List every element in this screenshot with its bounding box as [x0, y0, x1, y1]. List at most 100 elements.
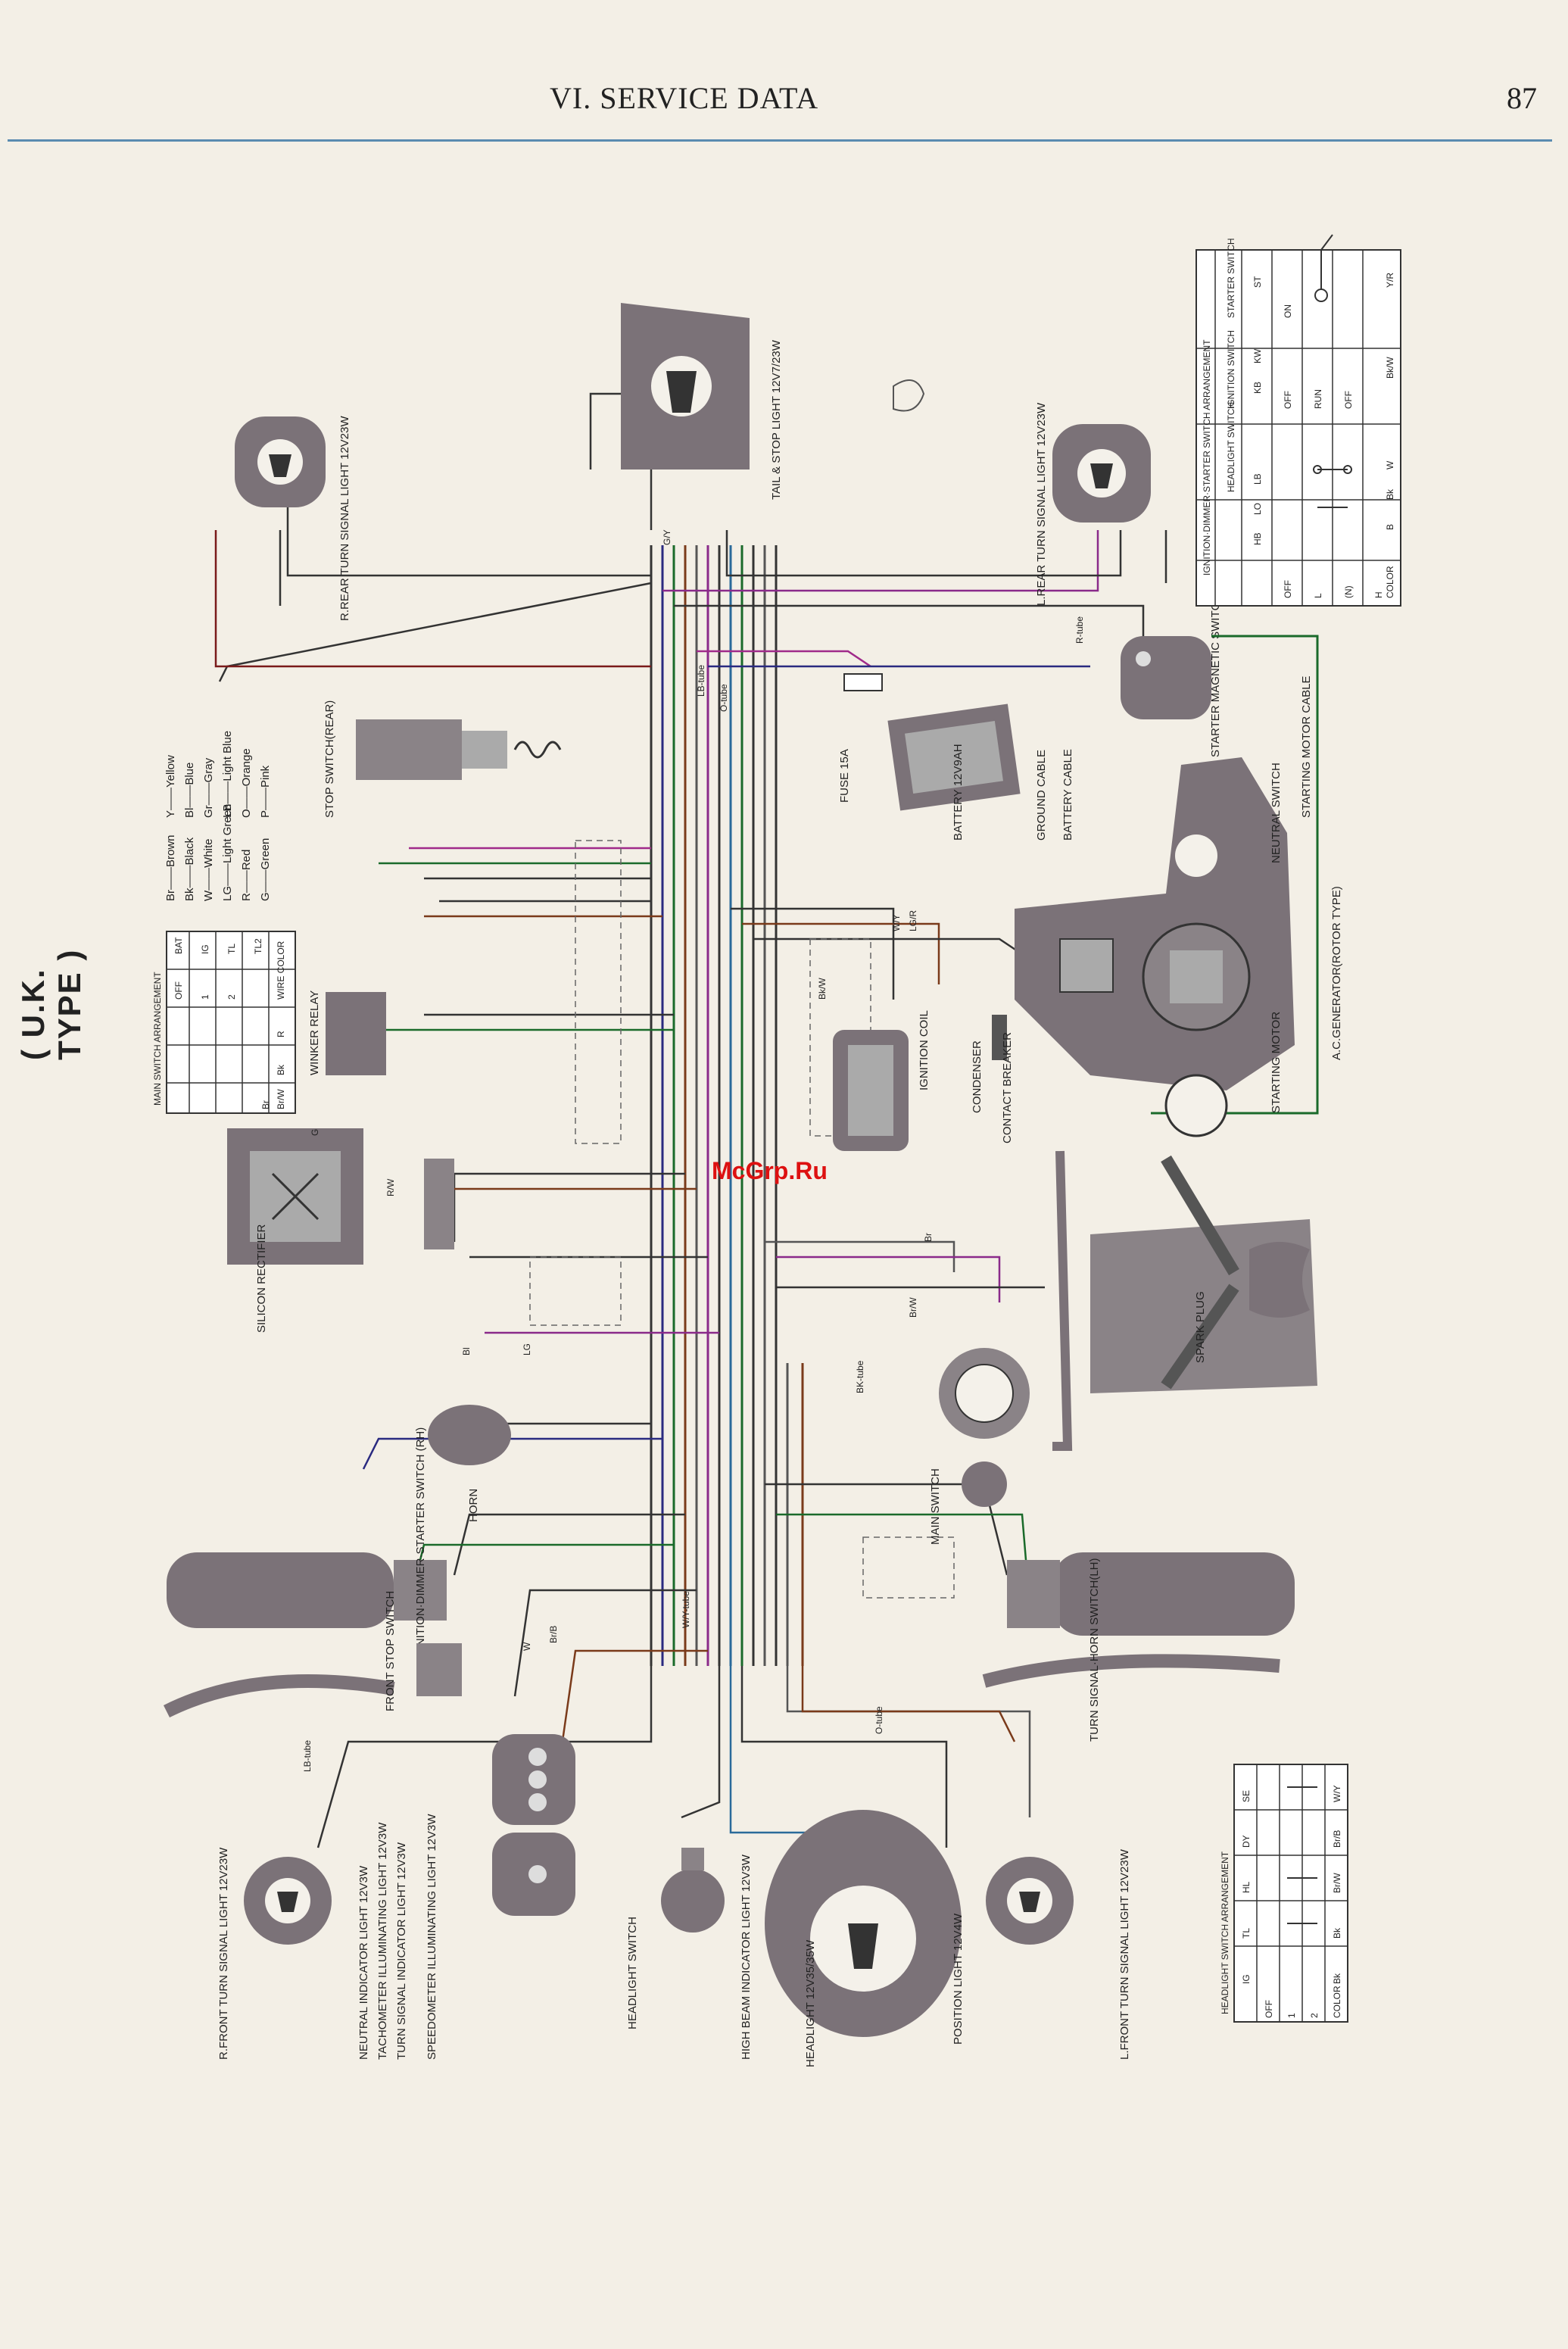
label-condenser: CONDENSER	[971, 1040, 984, 1113]
label-silicon-rectifier: SILICON RECTIFIER	[255, 1224, 268, 1333]
legend-2: W——White	[202, 839, 215, 902]
tag-lg: LG	[522, 1343, 532, 1355]
tag-lg-r: LG/R	[908, 910, 918, 931]
ids-h3: KB	[1252, 382, 1263, 394]
neutral-switch-body	[1175, 834, 1217, 877]
ignition-dimmer-starter-switch-rh: IGNITION·DIMMER·STARTER SWITCH (RH)	[163, 1427, 447, 1718]
ids-c4: Bk/W	[1385, 357, 1395, 379]
label-front-stop-switch: FRONT STOP SWITCH	[384, 1591, 397, 1711]
legend-0: Br——Brown	[164, 834, 177, 901]
headlight: HEADLIGHT 12V35/35W POSITION LIGHT 12V4W	[765, 1810, 965, 2067]
ids-g0: HEADLIGHT SWITCH	[1226, 402, 1236, 492]
tag-r-w: R/W	[385, 1178, 396, 1196]
tag-w-y: W/Y	[891, 914, 902, 931]
legend-9: LB——Light Blue	[221, 731, 234, 818]
tag-w: W	[522, 1642, 532, 1651]
label-ac-generator: A.C.GENERATOR(ROTOR TYPE)	[1330, 886, 1343, 1060]
ids-r0: OFF	[1283, 580, 1293, 598]
label-contact-breaker: CONTACT BREAKER	[1001, 1032, 1014, 1143]
ms-h1: BAT	[173, 937, 184, 954]
header-rule	[8, 139, 1552, 142]
label-ground-cable: GROUND CABLE	[1035, 750, 1048, 841]
ids-r2: (N)	[1343, 585, 1354, 598]
ids-g2: STARTER SWITCH	[1226, 238, 1236, 318]
battery: BATTERY 12V9AH GROUND CABLE BATTERY CABL…	[887, 703, 1074, 841]
hls-h5: SE	[1241, 1790, 1252, 1802]
horn: HORN	[428, 1405, 511, 1522]
silicon-rectifier: SILICON RECTIFIER	[227, 1128, 454, 1333]
hls-c4: Br/B	[1332, 1830, 1342, 1848]
hls-c0: COLOR	[1332, 1986, 1342, 2018]
l-front-turn-signal-light: L.FRONT TURN SIGNAL LIGHT 12V23W	[986, 1848, 1131, 2060]
ids-title: IGNITION·DIMMER·STARTER SWITCH ARRANGEME…	[1202, 339, 1212, 576]
fuse: FUSE 15A	[838, 673, 883, 803]
ids-g1: IGNITION SWITCH	[1226, 330, 1236, 409]
legend-10: O——Orange	[240, 748, 253, 818]
label-starting-motor: STARTING MOTOR	[1270, 1012, 1283, 1113]
ms-h2: IG	[200, 944, 210, 954]
ms-c0: WIRE COLOR	[276, 941, 286, 1000]
hls-h2: TL	[1241, 1928, 1252, 1939]
label-speedometer-light: SPEEDOMETER ILLUMINATING LIGHT 12V3W	[426, 1814, 438, 2060]
tag-lb-tube: LB-tube	[696, 665, 706, 697]
label-neutral-indicator: NEUTRAL INDICATOR LIGHT 12V3W	[357, 1865, 370, 2060]
main-switch-arrangement-table: MAIN SWITCH ARRANGEMENT BAT IG TL TL2 OF…	[152, 931, 296, 1114]
tag-br-b: Br/B	[548, 1626, 559, 1643]
label-fuse: FUSE 15A	[838, 749, 851, 803]
legend-11: P——Pink	[259, 765, 272, 818]
label-ignition-coil: IGNITION COIL	[918, 1010, 931, 1090]
hls-c1: Bk	[1332, 1973, 1342, 1984]
hls-c2: Bk	[1332, 1927, 1342, 1939]
ids-c2: Bk	[1385, 488, 1395, 500]
ids-r1: L	[1313, 593, 1323, 598]
main-harness	[650, 545, 804, 1666]
page-header: VI. SERVICE DATA 87	[0, 0, 1568, 151]
winker-relay: WINKER RELAY	[308, 990, 386, 1075]
hls-r2: 2	[1309, 2013, 1320, 2018]
ms-r3: 2	[226, 994, 237, 1000]
tag-br-w: Br/W	[908, 1297, 918, 1318]
label-spark-plug: SPARK PLUG	[1194, 1291, 1207, 1363]
engine-electrical-assembly: NEUTRAL SWITCH A.C.GENERATOR(ROTOR TYPE)…	[1015, 757, 1343, 1137]
label-headlight: HEADLIGHT 12V35/35W	[804, 1939, 817, 2067]
label-starting-motor-cable: STARTING MOTOR CABLE	[1300, 675, 1313, 818]
hls-c3: Br/W	[1332, 1873, 1342, 1893]
ignition-dimmer-starter-table: IGNITION·DIMMER·STARTER SWITCH ARRANGEME…	[1195, 234, 1401, 607]
condenser-contact-breaker: CONDENSER CONTACT BREAKER	[971, 1015, 1014, 1143]
headlight-switch: HEADLIGHT SWITCH HIGH BEAM INDICATOR LIG…	[626, 1848, 753, 2060]
wire-tags: LB-tube O-tube R-tube BK-tube O-tube LB-…	[302, 529, 1335, 1810]
hls-h3: HL	[1241, 1881, 1252, 1893]
tag-bl: Bl	[461, 1347, 472, 1355]
stop-switch-rear: STOP SWITCH(REAR)	[323, 700, 562, 818]
label-horn: HORN	[467, 1489, 480, 1522]
label-battery-cable: BATTERY CABLE	[1061, 749, 1074, 841]
ids-c0: COLOR	[1385, 566, 1395, 598]
hls-r1: 1	[1286, 2013, 1297, 2018]
tag-bk-tube: BK-tube	[855, 1360, 865, 1393]
label-r-front-turn: R.FRONT TURN SIGNAL LIGHT 12V23W	[217, 1847, 230, 2060]
label-l-rear-turn: L.REAR TURN SIGNAL LIGHT 12V23W	[1035, 402, 1048, 606]
ids-h4: KW	[1252, 348, 1263, 363]
headlight-switch-table: HEADLIGHT SWITCH ARRANGEMENT IG TL HL DY…	[1220, 1764, 1348, 2023]
tag-g-y: G/Y	[662, 529, 672, 545]
tag-br: Br	[923, 1233, 934, 1242]
label-starter-magnetic-switch: STARTER MAGNETIC SWITCH	[1209, 594, 1222, 757]
tag-o-tube: O-tube	[719, 684, 729, 712]
r-front-turn-signal-light: R.FRONT TURN SIGNAL LIGHT 12V23W	[217, 1847, 332, 2060]
ignition-coil: IGNITION COIL	[833, 1010, 931, 1151]
legend-3: LG——Light Green	[221, 804, 234, 901]
tag-w-y-tube: W/Y-tube	[681, 1591, 691, 1628]
watermark-text: McGrp.Ru	[712, 1157, 828, 1184]
legend-1: Bk——Black	[183, 837, 196, 901]
hls-h1: IG	[1241, 1974, 1252, 1984]
tag-o-tube-2: O-tube	[874, 1706, 884, 1734]
legend-6: Y——Yellow	[164, 755, 177, 818]
label-tachometer-light: TACHOMETER ILLUMINATING LIGHT 12V3W	[376, 1822, 389, 2060]
front-stop-switch: FRONT STOP SWITCH	[384, 1591, 462, 1711]
ms-h3: TL	[226, 944, 237, 954]
ms-c3: Br/W	[276, 1089, 286, 1109]
ids-c1: B	[1385, 524, 1395, 530]
legend-4: R——Red	[240, 850, 253, 901]
tag-g: G	[310, 1129, 320, 1136]
ids-s0: OFF	[1283, 391, 1293, 409]
